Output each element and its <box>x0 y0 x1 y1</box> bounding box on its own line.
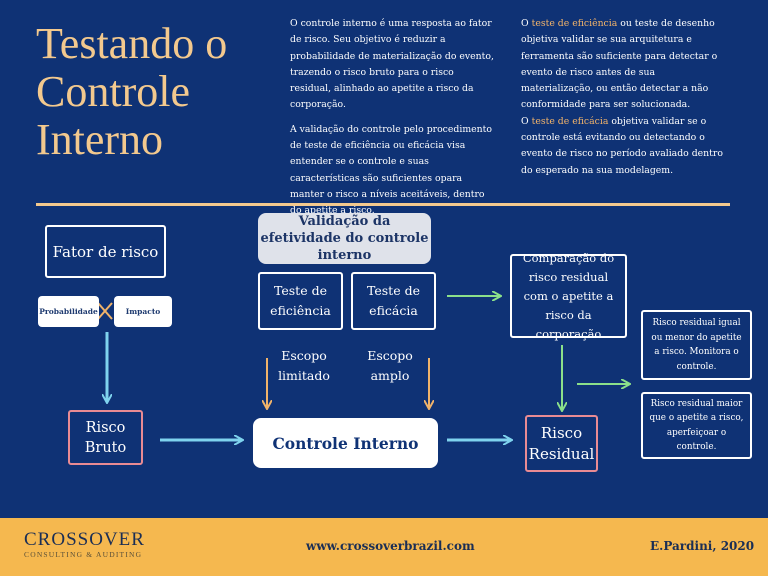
fator-de-risco-box: Fator de risco <box>45 225 166 278</box>
cross-line-2 <box>97 302 113 320</box>
teste-eficiencia-box: Teste de eficiência <box>258 272 343 330</box>
outcome-monitor-box: Risco residual igual ou menor do apetite… <box>641 310 752 380</box>
term-efficiency: teste de eficiência <box>531 18 618 29</box>
intro-text: O controle interno é uma resposta ao fat… <box>290 16 496 228</box>
escopo-amplo-label: Escopo amplo <box>367 348 413 383</box>
validacao-label: Validação da efetividade do controle int… <box>258 213 431 264</box>
impacto-box: Impacto <box>114 296 172 327</box>
outcome-improve-box: Risco residual maior que o apetite a ris… <box>641 392 752 459</box>
escopo-limitado-label: Escopo limitado <box>278 348 330 383</box>
divider-line <box>36 203 730 206</box>
intro-paragraph-2: A validação do controle pelo procediment… <box>290 123 492 217</box>
definitions-text: O teste de eficiência ou teste de desenh… <box>521 16 729 179</box>
controle-interno-box: Controle Interno <box>253 418 438 468</box>
risco-residual-box: Risco Residual <box>525 415 598 472</box>
footer-bar <box>0 518 768 576</box>
crossover-logo: CROSSOVER CONSULTING & AUDITING <box>24 529 145 560</box>
risco-bruto-box: Risco Bruto <box>68 410 143 465</box>
intro-paragraph-1: O controle interno é uma resposta ao fat… <box>290 18 494 111</box>
footer-author: E.Pardini, 2020 <box>650 539 755 553</box>
page-title: Testando o Controle Interno <box>36 19 228 164</box>
definition-efficiency: O teste de eficiência ou teste de desenh… <box>521 18 718 111</box>
definition-efficacy: O teste de eficácia objetiva validar se … <box>521 115 723 176</box>
comparacao-box: Comparação do risco residual com o apeti… <box>510 251 627 341</box>
term-efficacy: teste de eficácia <box>531 115 609 127</box>
teste-eficacia-box: Teste de eficácia <box>351 272 436 330</box>
footer-website: www.crossoverbrazil.com <box>306 539 475 553</box>
probabilidade-box: Probabilidade <box>38 296 99 327</box>
